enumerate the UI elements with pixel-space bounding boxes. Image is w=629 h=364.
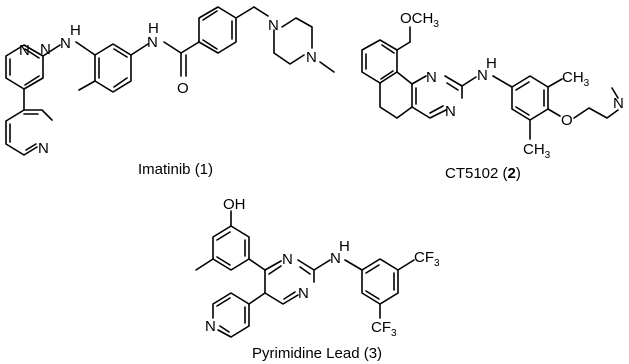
atom-amine-n: N: [477, 67, 488, 84]
atom-pyrimidine-n2: N: [445, 103, 456, 120]
atom-piperazine-n2: N: [306, 49, 317, 66]
atom-hydroxyl: OH: [223, 196, 246, 213]
atom-carbonyl-o: O: [177, 80, 189, 97]
atom-methoxy: OCH3: [400, 10, 439, 30]
atom-amine-n: N: [60, 35, 71, 52]
molecule-imatinib: N N N H N N H O N N Imatinib (1): [5, 6, 335, 178]
atom-cf3-top: CF3: [414, 249, 440, 269]
molecule-pyrimidine-lead: OH N N N H N CF3 CF3 Pyrimidine Lead (3): [195, 196, 440, 362]
atom-pyrimidine-n1: N: [19, 42, 30, 59]
molecule-ct5102: OCH3 N N N H CH3 CH3 O N CT5102 (2): [361, 10, 624, 182]
atom-pyrimidine-n1: N: [426, 69, 437, 86]
atom-cf3-bottom: CF3: [371, 319, 397, 339]
atom-amine-end-n: N: [613, 95, 624, 112]
caption-imatinib: Imatinib (1): [138, 161, 213, 178]
atom-amide-n: N: [147, 34, 158, 51]
atom-amide-h: H: [148, 20, 159, 37]
atom-amine-n: N: [330, 250, 341, 267]
caption-ct5102: CT5102 (2): [445, 165, 521, 182]
atom-amine-h: H: [339, 238, 350, 255]
atom-ether-o: O: [561, 112, 573, 129]
caption-pyrimidine-lead: Pyrimidine Lead (3): [252, 345, 382, 362]
atom-piperazine-n1: N: [268, 17, 279, 34]
atom-amine-h: H: [486, 55, 497, 72]
atom-methyl-top: CH3: [562, 69, 590, 89]
atom-methyl-bottom: CH3: [523, 141, 551, 161]
atom-amine-h: H: [70, 22, 81, 39]
atom-pyridine-n: N: [205, 318, 216, 335]
atom-pyrimidine-n2: N: [40, 41, 51, 58]
atom-pyrimidine-n2: N: [298, 285, 309, 302]
atom-pyridine-n: N: [38, 140, 49, 157]
atom-pyrimidine-n1: N: [282, 251, 293, 268]
